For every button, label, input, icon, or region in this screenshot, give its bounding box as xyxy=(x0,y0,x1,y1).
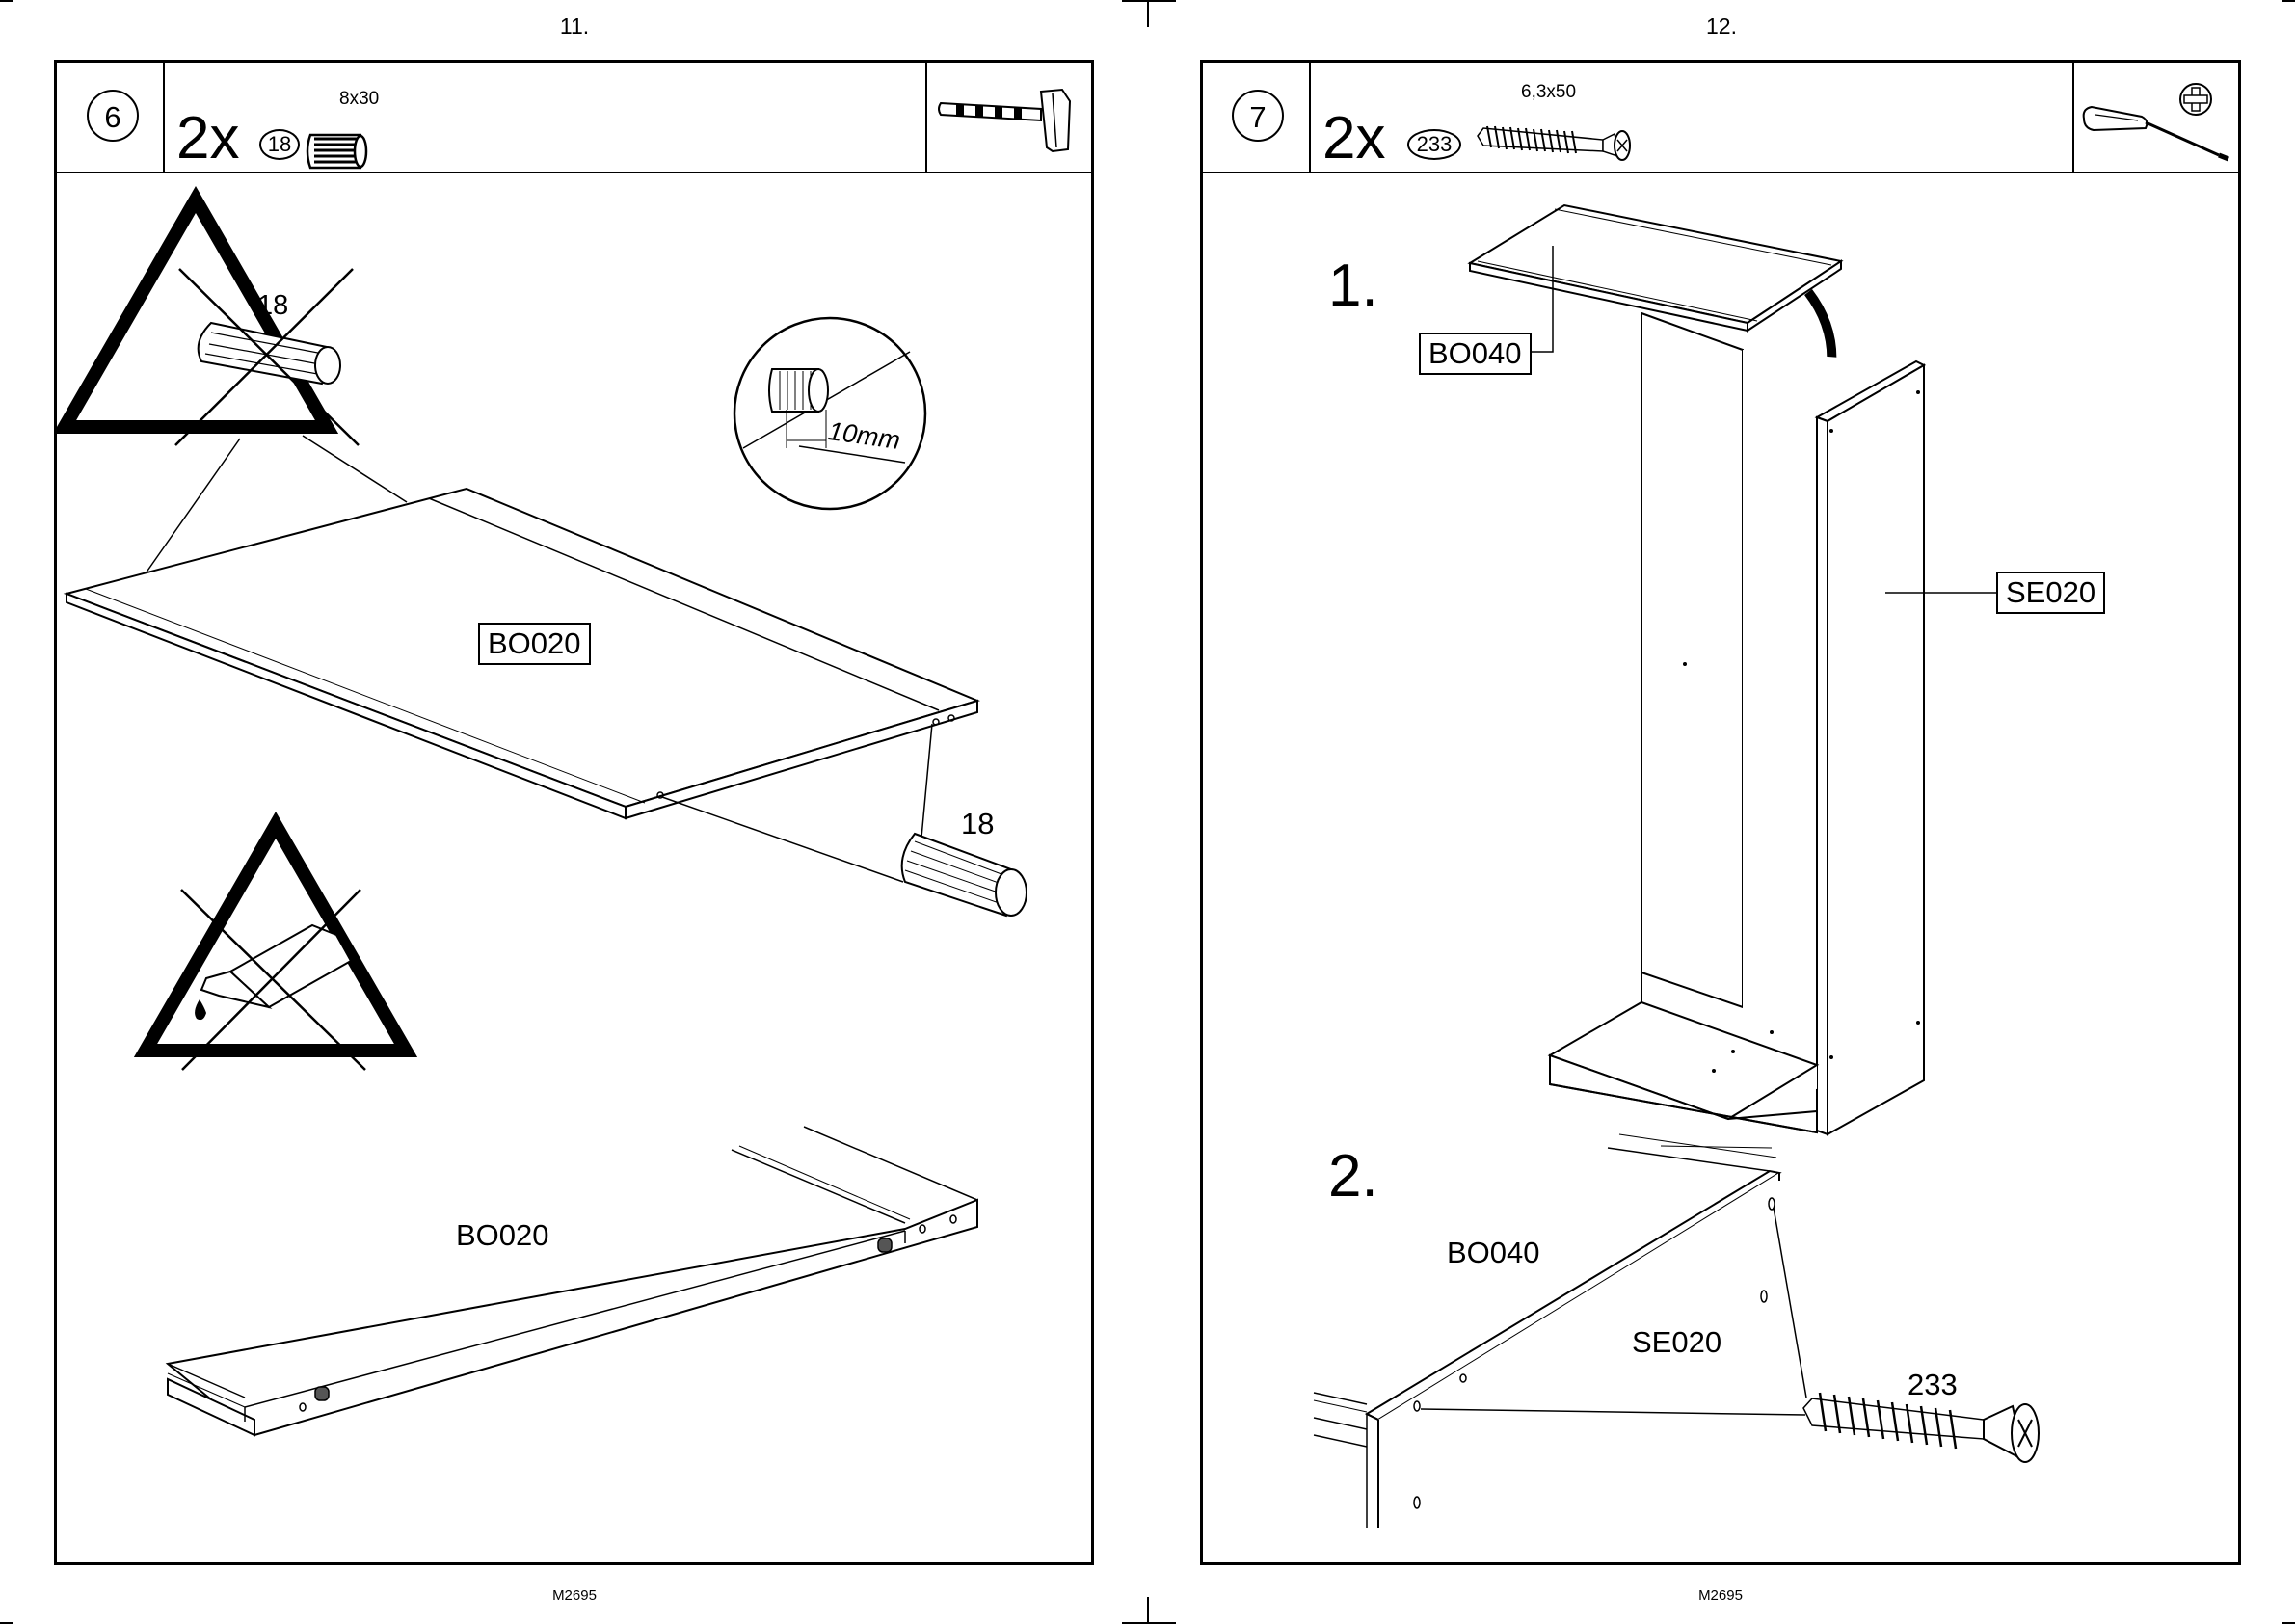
crop-mark xyxy=(1147,0,1149,27)
screw-illustration xyxy=(1803,1393,2039,1462)
substep-1-label: 1. xyxy=(1328,252,1378,320)
side-panel-label: SE020 xyxy=(1996,572,2105,614)
crop-mark xyxy=(1147,1597,1149,1624)
board-detail-label: BO020 xyxy=(456,1218,549,1253)
board-label: BO020 xyxy=(478,623,591,665)
step-frame: 7 2x 233 6,3x50 xyxy=(1200,60,2241,1565)
detail-board-label: BO040 xyxy=(1447,1236,1540,1270)
top-board-illustration xyxy=(1470,205,1841,331)
zoom-detail xyxy=(734,318,925,509)
page-number: 12. xyxy=(1673,13,1770,40)
footer-code: M2695 xyxy=(1663,1587,1778,1604)
top-board-label: BO040 xyxy=(1419,333,1532,375)
page-number: 11. xyxy=(526,13,623,40)
detail-side-label: SE020 xyxy=(1632,1325,1721,1360)
cabinet-illustration xyxy=(1550,313,1924,1134)
no-direct-insertion-icon xyxy=(65,200,359,445)
board-detail-illustration xyxy=(168,1127,977,1435)
step-frame: 6 2x 18 8x30 xyxy=(54,60,1094,1565)
substep-2-label: 2. xyxy=(1328,1142,1378,1211)
no-glue-icon xyxy=(146,825,406,1070)
warning-part-label: 18 xyxy=(257,290,288,322)
crop-mark xyxy=(0,0,13,2)
footer-code: M2695 xyxy=(517,1587,632,1604)
crop-mark xyxy=(2282,0,2295,2)
crop-mark xyxy=(1122,0,1176,2)
dowel-illustration xyxy=(902,834,1027,916)
step-illustration xyxy=(57,63,1091,1562)
screw-callout: 233 xyxy=(1908,1368,1958,1402)
dowel-callout: 18 xyxy=(961,807,994,841)
